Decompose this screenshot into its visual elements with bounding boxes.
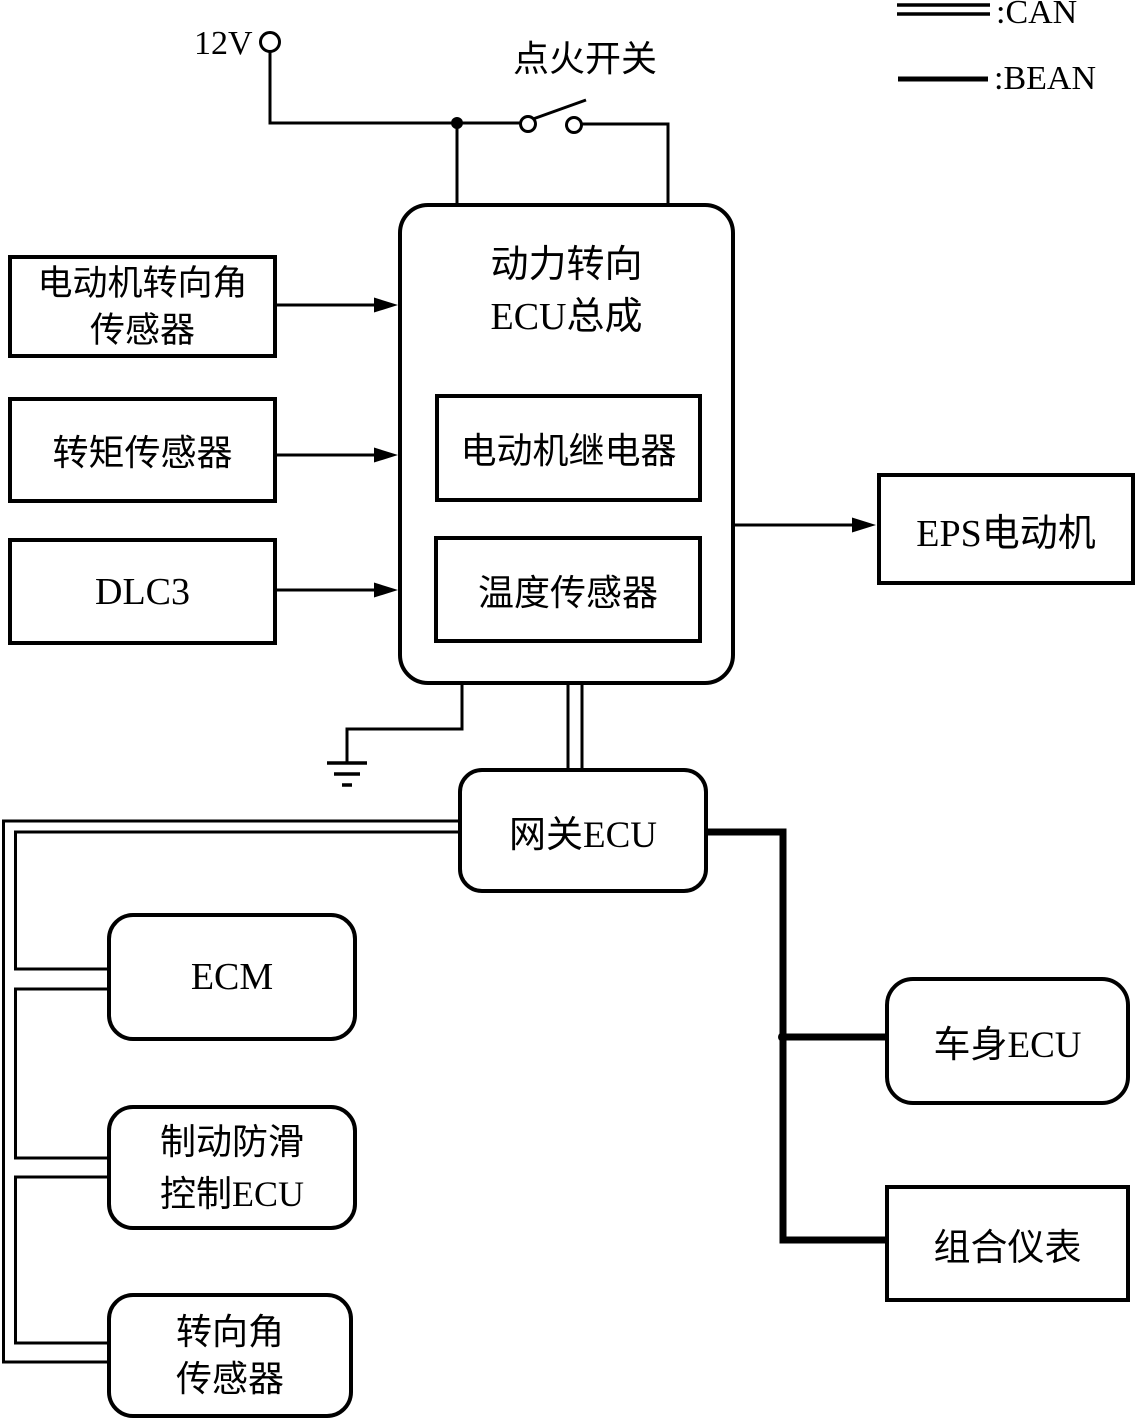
box-temperature-sensor: 温度传感器	[434, 536, 702, 643]
switch-blade-icon	[532, 98, 587, 121]
motor-angle-sensor-label-line1: 电动机转向角	[37, 263, 248, 303]
arrowhead-icon	[374, 297, 398, 313]
switch-contact-left-icon	[519, 115, 537, 133]
box-body-ecu: 车身ECU	[885, 977, 1130, 1105]
ecm-label: ECM	[190, 956, 274, 998]
power-steering-ecu-label-line1: 动力转向	[490, 244, 643, 286]
bean-junction-dot	[778, 1032, 788, 1042]
can-bus-inner-rail-2	[14, 987, 108, 1160]
legend-bean-label: :BEAN	[994, 60, 1096, 97]
wire-switch-to-ecu	[582, 122, 670, 208]
power-steering-ecu-label-line2: ECU总成	[490, 296, 643, 338]
box-steering-angle-sensor: 转向角 传感器	[107, 1293, 353, 1418]
steering-angle-sensor-label-line1: 转向角	[175, 1311, 284, 1352]
legend-can-line-sample	[897, 3, 990, 16]
wire-ground	[345, 681, 464, 763]
gateway-ecu-label: 网关ECU	[509, 814, 657, 856]
can-bus-inner-rail-1	[14, 830, 458, 971]
switch-contact-right-icon	[565, 116, 583, 134]
can-bus-outer-rail	[2, 819, 458, 1364]
box-gateway-ecu: 网关ECU	[458, 768, 708, 893]
combination-meter-label: 组合仪表	[933, 1227, 1082, 1269]
temperature-sensor-label: 温度传感器	[477, 572, 658, 613]
arrowhead-icon	[374, 582, 398, 598]
dlc3-label: DLC3	[95, 570, 190, 613]
box-dlc3: DLC3	[8, 538, 277, 645]
torque-sensor-label: 转矩传感器	[52, 433, 233, 473]
terminal-12v-icon	[259, 31, 281, 53]
abs-control-ecu-label-line2: 控制ECU	[159, 1173, 304, 1214]
ignition-switch-label: 点火开关	[513, 39, 658, 79]
arrowhead-icon	[374, 447, 398, 463]
supply-12v-label: 12V	[194, 25, 253, 62]
eps-motor-label: EPS电动机	[916, 512, 1096, 555]
legend-can-label: :CAN	[996, 0, 1078, 31]
motor-angle-sensor-label-line2: 传感器	[89, 310, 195, 350]
motor-relay-label: 电动机继电器	[460, 431, 677, 471]
box-abs-control-ecu: 制动防滑 控制ECU	[107, 1105, 357, 1230]
wire-12v-supply	[268, 52, 457, 125]
box-torque-sensor: 转矩传感器	[8, 397, 277, 503]
steering-angle-sensor-label-line2: 传感器	[175, 1358, 284, 1399]
box-motor-relay: 电动机继电器	[435, 394, 702, 502]
box-combination-meter: 组合仪表	[885, 1185, 1130, 1302]
abs-control-ecu-label-line1: 制动防滑	[159, 1121, 304, 1162]
box-ecm: ECM	[107, 913, 357, 1041]
box-motor-angle-sensor: 电动机转向角 传感器	[8, 255, 277, 358]
box-eps-motor: EPS电动机	[877, 473, 1135, 585]
arrowhead-icon	[852, 517, 876, 533]
body-ecu-label: 车身ECU	[933, 1025, 1082, 1066]
can-bus-inner-rail-3	[14, 1175, 108, 1345]
